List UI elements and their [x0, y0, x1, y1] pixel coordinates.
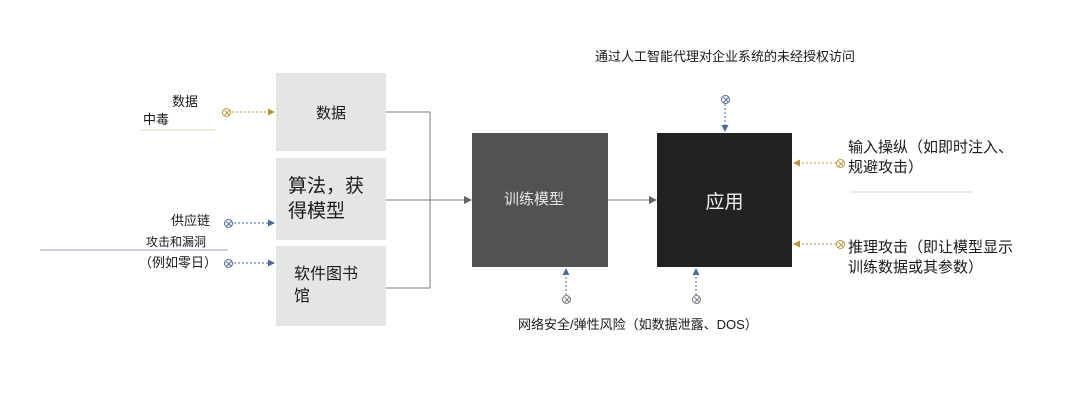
threat-marker-icon: [692, 295, 701, 304]
software-library-box-label: 软件图书馆: [294, 266, 359, 305]
supply-chain-label-line3: （例如零日）: [139, 255, 218, 270]
supply-chain-label-line2: 攻击和漏洞: [146, 235, 207, 249]
threat-marker-icon: [836, 159, 845, 168]
input-manipulation-label: 输入操纵（如即时注入、规避攻击）: [848, 139, 1014, 176]
unauthorized-access-label: 通过人工智能代理对企业系统的未经授权访问: [595, 49, 856, 64]
wire-lib-to-merge: [386, 200, 431, 289]
wire-data-to-merge: [386, 111, 431, 200]
training-model-box-label: 训练模型: [504, 191, 565, 208]
data-box: 数据: [276, 73, 386, 151]
application-box: 应用: [657, 133, 792, 267]
algorithm-box-label: 算法，获得模型: [288, 176, 365, 222]
data-poisoning-label-line1: 数据: [172, 94, 199, 109]
threat-marker-icon: [224, 219, 233, 228]
application-box-label: 应用: [705, 191, 744, 213]
data-poisoning-label-line2: 中毒: [143, 112, 170, 127]
inference-attack-label: 推理攻击（即让模型显示训练数据或其参数）: [848, 239, 1014, 276]
training-model-box: 训练模型: [472, 133, 608, 267]
threat-marker-icon: [562, 295, 571, 304]
algorithm-box: 算法，获得模型: [276, 158, 386, 240]
data-box-label: 数据: [315, 104, 346, 122]
threat-marker-icon: [721, 95, 730, 104]
threat-marker-icon: [224, 259, 233, 268]
software-library-box: 软件图书馆: [276, 246, 386, 326]
threat-marker-icon: [222, 108, 231, 117]
cybersecurity-risk-label: 网络安全/弹性风险（如数据泄露、DOS）: [518, 317, 758, 332]
supply-chain-label-line1: 供应链: [171, 213, 211, 228]
threat-marker-icon: [836, 240, 845, 249]
